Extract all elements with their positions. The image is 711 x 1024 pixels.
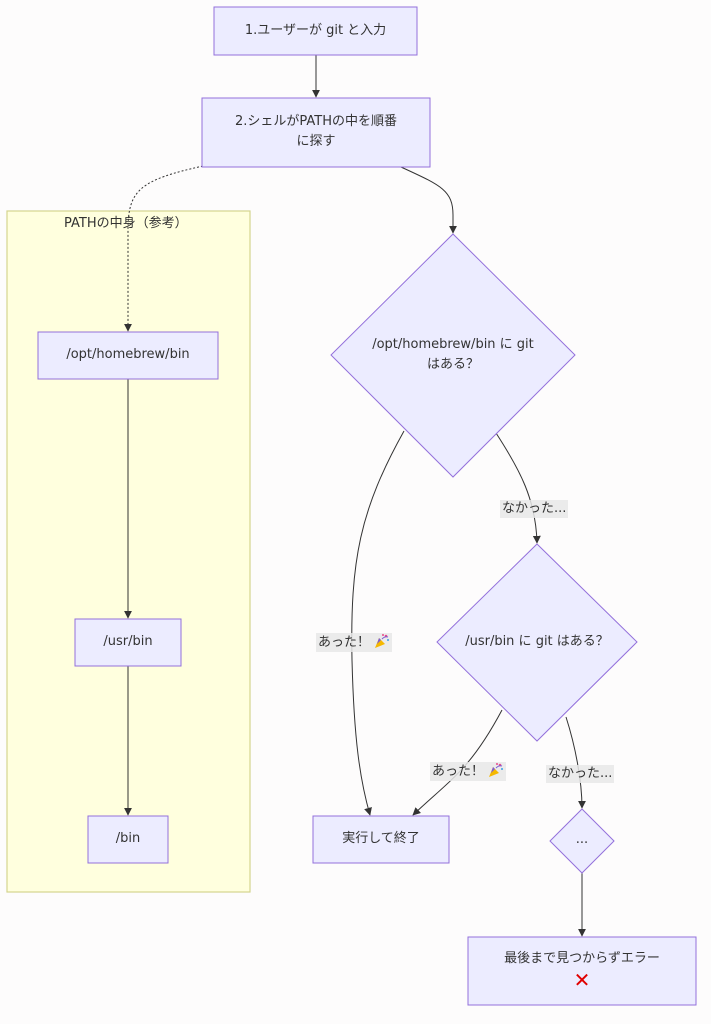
- node-run: [312, 815, 450, 864]
- edge-label-found1-text: あった！: [318, 635, 371, 650]
- node-search-label-line1: 2.シェルがPATHの中を順番: [234, 114, 397, 129]
- node-more-diamond: [549, 808, 615, 874]
- edge-label-found2-text: あった！: [432, 764, 485, 779]
- node-search-label-line2: に探す: [296, 134, 336, 149]
- party-popper-icon: [489, 763, 504, 777]
- edge-label-found1: あった！: [316, 633, 393, 652]
- node-start-label: 1.ユーザーが git と入力: [244, 23, 387, 38]
- node-q1-diamond: [330, 233, 576, 478]
- cross-mark-icon: ✕: [573, 968, 591, 992]
- node-path1: [37, 331, 219, 380]
- node-q1-label-line2: はある？: [426, 357, 479, 372]
- node-path3-label: /bin: [115, 831, 141, 846]
- edge-q1-to-q2: [495, 432, 541, 544]
- edge-q1-to-run: [351, 430, 405, 816]
- node-path2-label: /usr/bin: [103, 634, 153, 649]
- node-path2: [74, 618, 182, 667]
- node-run-label: 実行して終了: [342, 831, 420, 846]
- edge-q2-to-more: [565, 716, 586, 809]
- node-error-text: 最後まで見つからずエラー: [504, 951, 660, 966]
- node-q2-diamond: [436, 543, 638, 742]
- node-error-label: 最後まで見つからずエラー ✕: [468, 949, 696, 991]
- node-error: [467, 936, 697, 1006]
- node-path1-label: /opt/homebrew/bin: [66, 347, 190, 362]
- edge-label-notfound1: なかった...: [500, 500, 569, 518]
- node-start: [213, 6, 418, 56]
- node-q1-label: /opt/homebrew/bin に git はある？: [343, 335, 563, 375]
- node-search: [201, 97, 431, 168]
- edge-label-notfound2: なかった...: [546, 765, 615, 783]
- edge-search-to-path1: [124, 165, 204, 332]
- cluster-title: PATHの中身（参考）: [64, 216, 188, 231]
- node-path3: [87, 815, 169, 864]
- edge-label-found2: あった！: [430, 762, 507, 781]
- edge-search-to-q1: [400, 166, 457, 234]
- party-popper-icon: [375, 634, 390, 648]
- node-q1-label-line1: /opt/homebrew/bin に git: [372, 337, 534, 352]
- node-more-label: ...: [575, 832, 589, 847]
- node-search-label: 2.シェルがPATHの中を順番 に探す: [202, 112, 430, 152]
- node-q2-label: /usr/bin に git はある？: [465, 634, 609, 649]
